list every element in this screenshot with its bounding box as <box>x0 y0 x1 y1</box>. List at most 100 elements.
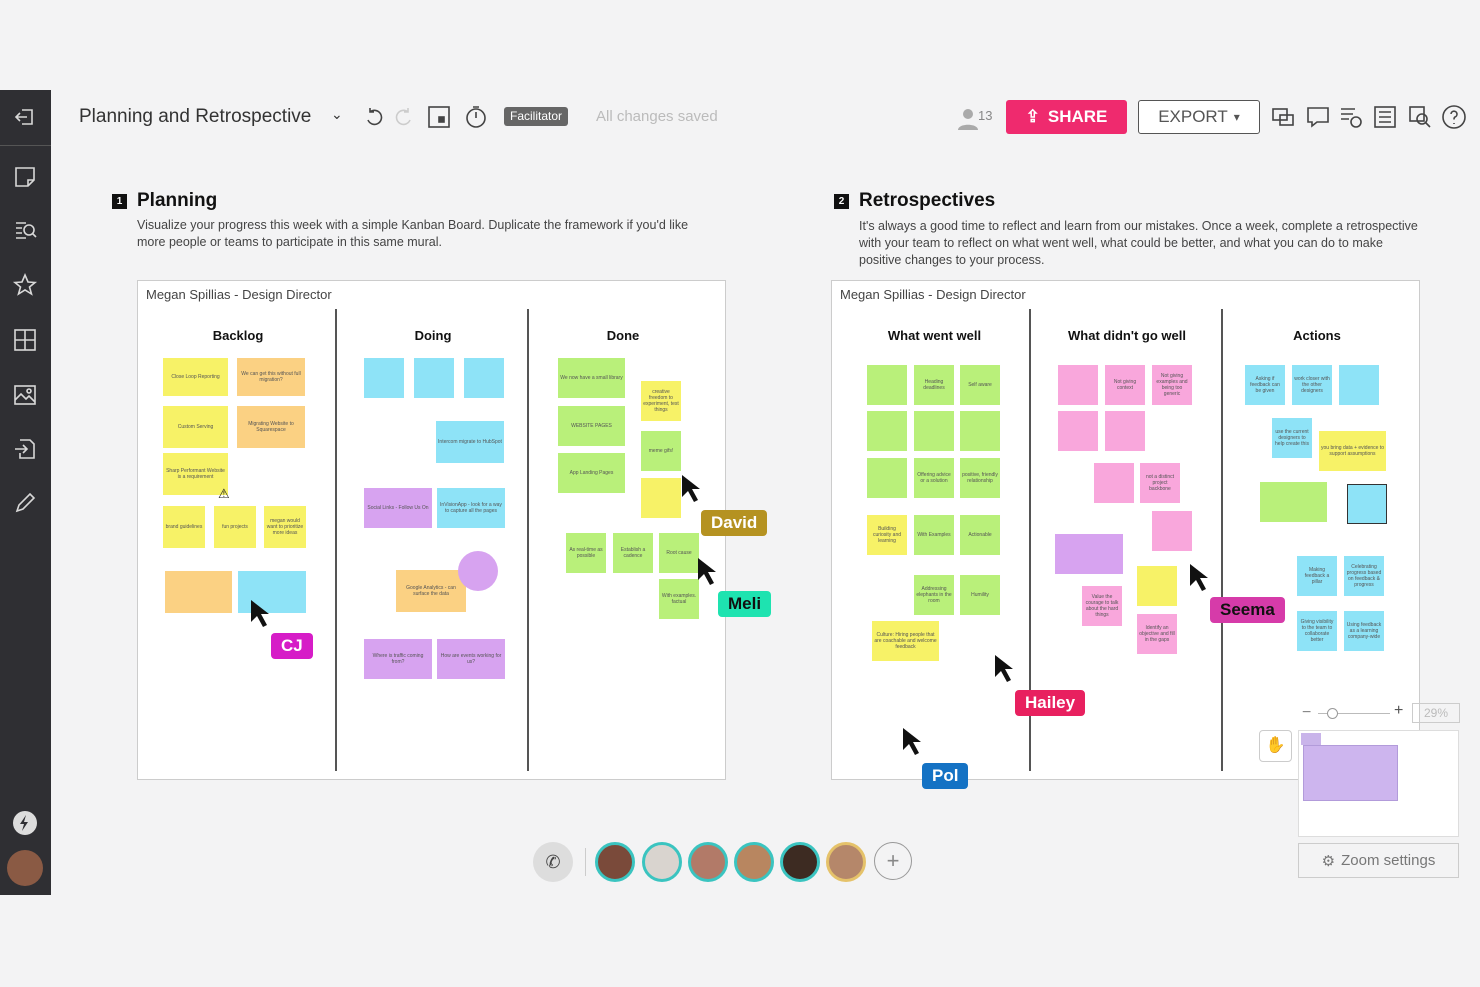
sticky-note[interactable]: Migrating Website to Squarespace <box>237 406 305 448</box>
sticky-note[interactable]: WEBSITE PAGES <box>558 406 625 446</box>
redo-icon[interactable] <box>390 104 416 130</box>
sticky-note[interactable]: positive, friendly relationship <box>960 458 1000 498</box>
sticky-note[interactable]: Root cause <box>659 533 699 573</box>
activity-icon[interactable] <box>1270 104 1296 130</box>
sticky-note[interactable]: Heading deadlines <box>914 365 954 405</box>
chevron-down-icon[interactable]: ⌄ <box>331 106 343 122</box>
sticky-note[interactable]: brand guidelines <box>163 506 205 548</box>
pencil-icon[interactable] <box>10 488 40 518</box>
sticky-note[interactable]: fun projects <box>214 506 256 548</box>
hand-icon[interactable]: ✋ <box>1259 730 1292 762</box>
sticky-note[interactable] <box>464 358 504 398</box>
sticky-note[interactable] <box>1347 484 1387 524</box>
sticky-note[interactable]: Google Analytics - can surface the data <box>396 570 466 612</box>
zoom-out-icon[interactable]: − <box>1302 704 1312 721</box>
sticky-note[interactable] <box>1058 411 1098 451</box>
sticky-note[interactable]: Humility <box>960 575 1000 615</box>
sticky-note[interactable] <box>1055 534 1123 574</box>
import-icon[interactable] <box>10 434 40 464</box>
sticky-note[interactable] <box>1152 511 1192 551</box>
retro-board[interactable]: Megan Spillias - Design Director What we… <box>831 280 1420 780</box>
outline-icon[interactable] <box>426 104 452 130</box>
avatar[interactable] <box>826 842 866 882</box>
avatar[interactable] <box>734 842 774 882</box>
phone-icon[interactable]: ✆ <box>533 842 573 882</box>
sticky-note[interactable]: Offering advice or a solution <box>914 458 954 498</box>
sticky-note[interactable] <box>1137 566 1177 606</box>
add-collaborator-button[interactable]: + <box>874 842 912 880</box>
zoom-slider-handle[interactable] <box>1327 708 1338 719</box>
sticky-note[interactable] <box>1339 365 1379 405</box>
sticky-note[interactable] <box>1094 463 1134 503</box>
sticky-note[interactable]: Social Links - Follow Us On <box>364 488 432 528</box>
sticky-note[interactable]: Making feedback a pillar <box>1297 556 1337 596</box>
sticky-note[interactable]: InVisionApp - look for a way to capture … <box>437 488 505 528</box>
sticky-note[interactable]: With Examples <box>914 515 954 555</box>
sticky-note[interactable]: not a distinct project backbone <box>1140 463 1180 503</box>
sticky-note[interactable] <box>641 478 681 518</box>
sticky-note[interactable]: With examples. factual <box>659 579 699 619</box>
sticky-note[interactable]: Establish a cadence <box>613 533 653 573</box>
sticky-note[interactable]: Value the courage to talk about the hard… <box>1082 586 1122 626</box>
sticky-note[interactable]: Asking if feedback can be given <box>1245 365 1285 405</box>
timer-icon[interactable] <box>463 104 489 130</box>
star-icon[interactable] <box>10 270 40 300</box>
help-icon[interactable] <box>1441 104 1467 130</box>
sticky-note[interactable]: Not giving context <box>1105 365 1145 405</box>
avatar[interactable] <box>688 842 728 882</box>
sticky-note[interactable] <box>867 458 907 498</box>
sticky-note-lines[interactable] <box>238 571 306 613</box>
export-button[interactable]: EXPORT▾ <box>1138 100 1260 134</box>
sticky-note[interactable]: Close Loop Reporting <box>163 358 228 396</box>
sticky-note[interactable]: Self aware <box>960 365 1000 405</box>
mural-title[interactable]: Planning and Retrospective <box>79 106 312 127</box>
sticky-note[interactable]: As real-time as possible <box>566 533 606 573</box>
minimap[interactable] <box>1298 730 1459 837</box>
users-icon[interactable] <box>955 106 978 130</box>
list-icon[interactable] <box>1372 104 1398 130</box>
sticky-note[interactable] <box>414 358 454 398</box>
sticky-note-circle[interactable] <box>458 551 498 591</box>
sticky-note[interactable] <box>1105 411 1145 451</box>
avatar[interactable] <box>780 842 820 882</box>
sticky-note-icon[interactable] <box>10 162 40 192</box>
facilitator-badge[interactable]: Facilitator <box>504 107 569 126</box>
sticky-note[interactable]: Building curiosity and learning <box>867 515 907 555</box>
lightning-icon[interactable] <box>10 808 40 838</box>
image-icon[interactable] <box>10 380 40 410</box>
zoom-level[interactable]: 29% <box>1412 703 1460 723</box>
sticky-note[interactable] <box>165 571 232 613</box>
sticky-note[interactable]: you bring data + evidence to support ass… <box>1319 431 1386 471</box>
sticky-note[interactable]: Actionable <box>960 515 1000 555</box>
sticky-note[interactable]: Not giving examples and being too generi… <box>1152 365 1192 405</box>
sticky-note[interactable] <box>364 358 404 398</box>
search-icon[interactable] <box>1407 104 1433 130</box>
avatar[interactable] <box>595 842 635 882</box>
sticky-note[interactable]: Where is traffic coming from? <box>364 639 432 679</box>
zoom-in-icon[interactable]: + <box>1394 702 1404 719</box>
grid-icon[interactable] <box>10 325 40 355</box>
sticky-note[interactable]: How are events working for us? <box>437 639 505 679</box>
sticky-note[interactable]: App Landing Pages <box>558 453 625 493</box>
sticky-note[interactable]: Sharp Performant Website is a requiremen… <box>163 453 228 495</box>
avatar[interactable] <box>642 842 682 882</box>
sticky-note[interactable] <box>1058 365 1098 405</box>
sticky-note[interactable]: Addressing elephants in the room <box>914 575 954 615</box>
kanban-board[interactable]: Megan Spillias - Design Director Backlog… <box>137 280 726 780</box>
sticky-note-lines[interactable] <box>1260 482 1327 522</box>
sticky-note[interactable]: Custom Serving <box>163 406 228 448</box>
sticky-note[interactable]: megan would want to prioritize more idea… <box>264 506 306 548</box>
sticky-note[interactable]: meme gifs! <box>641 431 681 471</box>
comment-icon[interactable] <box>1305 104 1331 130</box>
sticky-note[interactable]: Intercom migrate to HubSpot <box>436 421 504 463</box>
exit-icon[interactable] <box>10 102 40 132</box>
user-avatar[interactable] <box>7 850 43 886</box>
outline-timer-icon[interactable] <box>1338 104 1364 130</box>
sticky-note[interactable] <box>867 411 907 451</box>
zoom-slider[interactable] <box>1318 713 1390 714</box>
text-search-icon[interactable] <box>10 216 40 246</box>
sticky-note[interactable] <box>960 411 1000 451</box>
sticky-note[interactable]: Celebrating progress based on feedback &… <box>1344 556 1384 596</box>
sticky-note[interactable]: Identify an objective and fill in the ga… <box>1137 614 1177 654</box>
sticky-note[interactable]: We now have a small library <box>558 358 625 398</box>
